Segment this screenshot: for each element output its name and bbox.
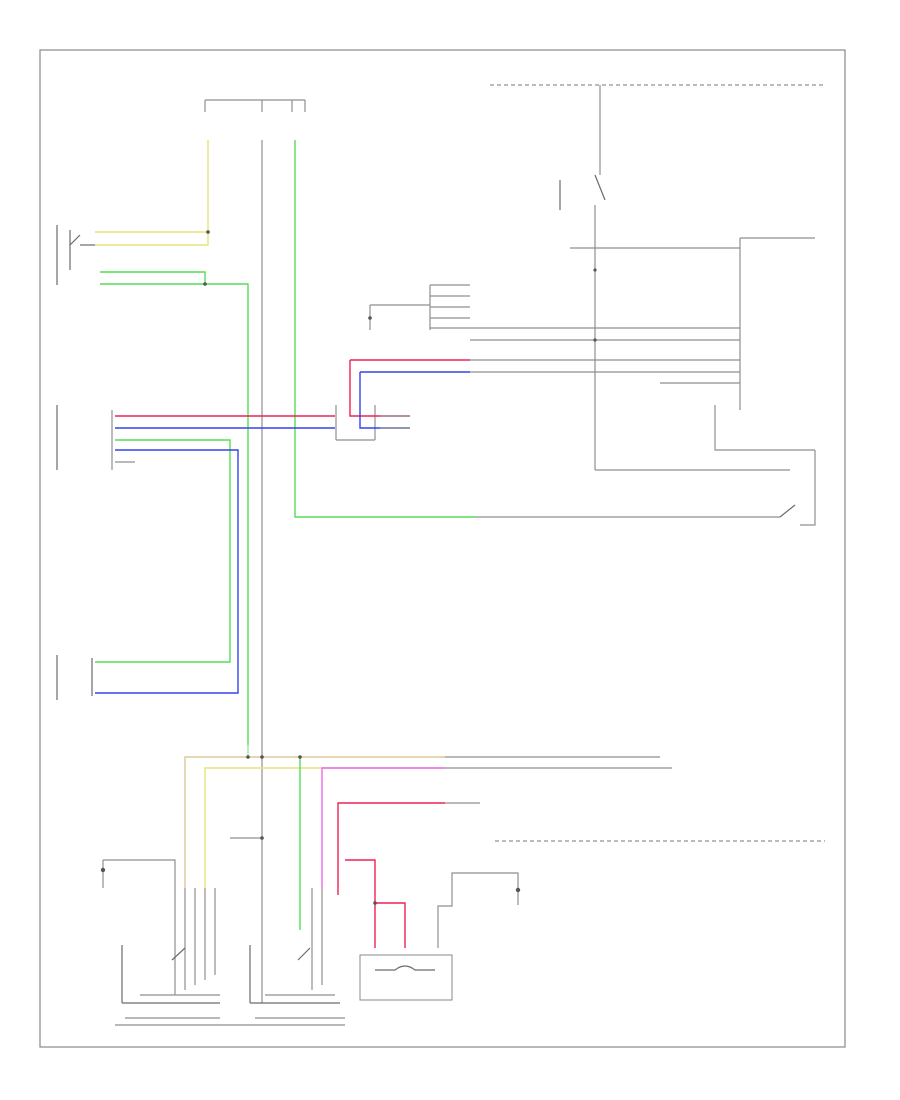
wire-green-left [100,271,249,745]
wire-gray-right-down [800,450,816,526]
switch-bottom-center [249,888,340,1004]
wire-tan-lower [184,756,445,888]
wire-gray-right-bend [714,405,815,451]
right-switch-contact [779,504,796,518]
switch-bottom-left [121,888,220,1004]
module-bottom-right [359,954,453,1001]
wire-blue-mid-2 [95,449,239,694]
diagram-frame [39,49,846,1048]
wire-gray-lower-ground [437,872,519,948]
wire-yellow-top [95,140,209,246]
module-waveform [375,965,435,971]
center-connector [335,360,410,441]
left-connector-mid [56,405,113,470]
right-switch-top [559,85,606,470]
wire-green-mid [95,439,231,663]
fuse-block-top [204,99,306,112]
left-sensor-bottom [56,655,93,700]
wire-pink-lower [321,767,445,888]
wire-green-top [294,140,475,518]
wire-gray-left-top-lower [103,859,176,888]
junction-nodes [100,230,521,905]
wire-yellow-lower [204,767,445,888]
left-switch-top [56,225,95,285]
center-upper-connector [369,284,740,341]
wire-red-lower [337,802,445,895]
